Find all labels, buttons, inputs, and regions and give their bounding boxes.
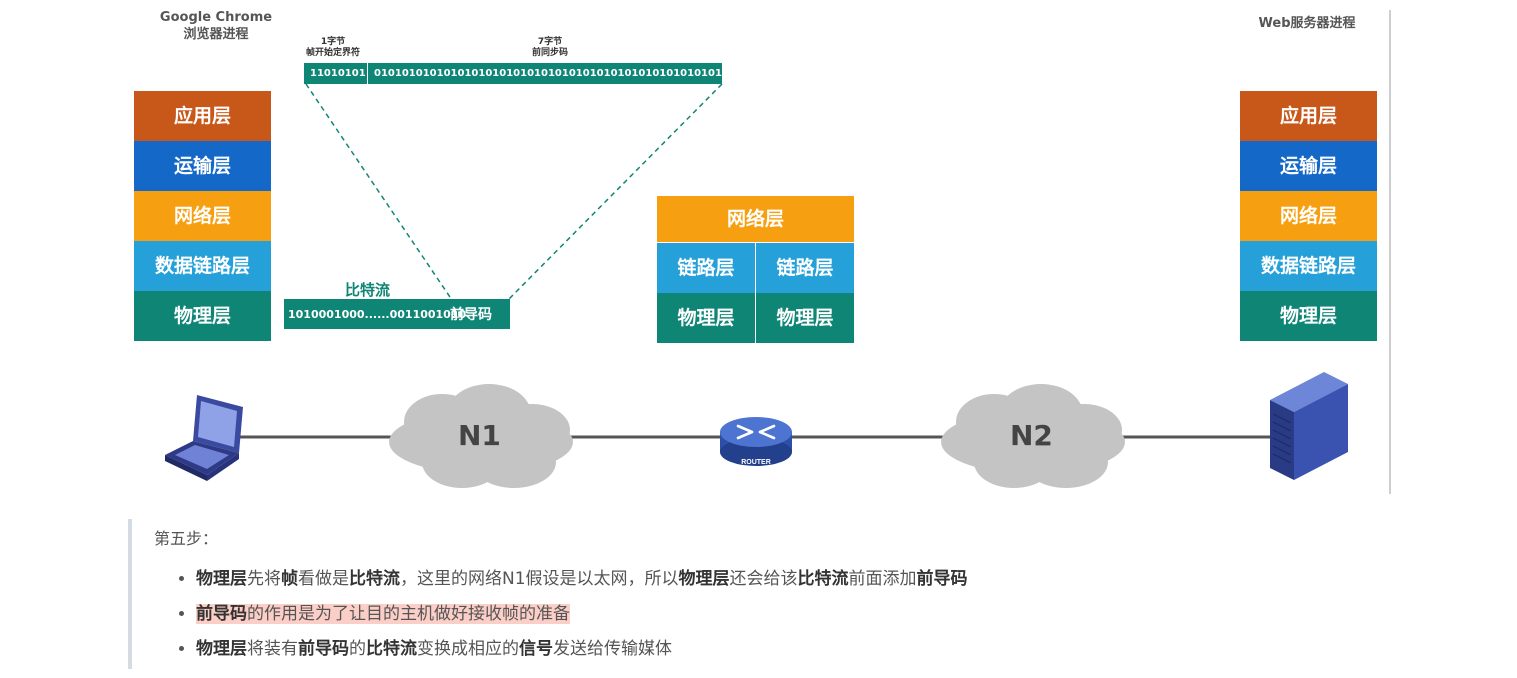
server-datalink-layer: 数据链路层 xyxy=(1240,241,1377,291)
network-n1-label: N1 xyxy=(458,419,501,452)
bullet-text-3: 物理层将装有前导码的比特流变换成相应的信号发送给传输媒体 xyxy=(196,639,672,659)
preamble-name: 前同步码 xyxy=(531,48,568,58)
server-application-layer: 应用层 xyxy=(1240,91,1377,141)
server-physical-layer: 物理层 xyxy=(1240,291,1377,341)
text-segment: 的作用是为了让目的主机做好接收帧的准备 xyxy=(247,604,570,624)
zoom-line-left xyxy=(305,83,453,301)
server-protocol-stack: 应用层 运输层 网络层 数据链路层 物理层 xyxy=(1240,91,1377,341)
client-network-layer: 网络层 xyxy=(134,191,271,241)
right-divider xyxy=(1389,10,1391,494)
router-network-layer: 网络层 xyxy=(657,196,854,242)
bold-term: 物理层 xyxy=(196,569,247,589)
server-icon xyxy=(1270,372,1348,480)
bold-term: 比特流 xyxy=(349,569,400,589)
step-title: 第五步： xyxy=(154,529,219,548)
sfd-bits: 11010101 xyxy=(304,63,368,84)
bitstream-preamble-label: 前导码 xyxy=(450,307,492,323)
bullet-text-2: 前导码的作用是为了让目的主机做好接收帧的准备 xyxy=(196,604,570,624)
bitstream-title: 比特流 xyxy=(345,281,391,299)
cloud-n2-icon xyxy=(941,384,1125,488)
client-physical-layer: 物理层 xyxy=(134,291,271,341)
bold-term: 前导码 xyxy=(298,639,349,659)
text-segment: 看做是 xyxy=(298,569,349,589)
router-physical-layer-left: 物理层 xyxy=(657,293,755,343)
bold-term: 前导码 xyxy=(916,569,968,589)
client-protocol-stack: 应用层 运输层 网络层 数据链路层 物理层 xyxy=(134,91,271,341)
bold-term: 信号 xyxy=(519,639,553,659)
bold-term: 比特流 xyxy=(797,569,849,589)
router-physical-layer-right: 物理层 xyxy=(755,293,854,343)
preamble-bits: 0101010101010101010101010101010101010101… xyxy=(374,68,764,79)
text-segment: 变换成相应的 xyxy=(417,639,519,659)
zoom-line-right xyxy=(507,83,723,301)
laptop-icon xyxy=(165,395,243,481)
preamble-label: 7字节 前同步码 xyxy=(505,37,595,59)
client-process-name: 浏览器进程 xyxy=(183,27,249,42)
router-text: ROUTER xyxy=(741,459,771,466)
client-process-label: Google Chrome 浏览器进程 xyxy=(150,9,282,43)
server-process-label: Web服务器进程 xyxy=(1258,16,1356,31)
sfd-name: 帧开始定界符 xyxy=(305,48,360,58)
step-five-quote: 第五步： 物理层先将帧看做是比特流，这里的网络N1假设是以太网，所以物理层还会给… xyxy=(128,519,1132,669)
bold-term: 物理层 xyxy=(196,639,247,659)
bullet-text-1: 物理层先将帧看做是比特流，这里的网络N1假设是以太网，所以物理层还会给该比特流前… xyxy=(196,569,968,589)
cloud-n1-icon xyxy=(389,384,573,488)
text-segment: 先将 xyxy=(247,569,281,589)
bold-term: 帧 xyxy=(281,569,298,589)
server-network-layer: 网络层 xyxy=(1240,191,1377,241)
preamble-frame-detail: 11010101 0101010101010101010101010101010… xyxy=(304,63,764,84)
step-bullet-2: 前导码的作用是为了让目的主机做好接收帧的准备 xyxy=(196,597,968,632)
preamble-size: 7字节 xyxy=(537,37,563,47)
bitstream-bits: 1010001000......0011001010 xyxy=(288,307,467,321)
server-transport-layer: 运输层 xyxy=(1240,141,1377,191)
sfd-label: 1字节 帧开始定界符 xyxy=(298,37,368,59)
bitstream-box: 1010001000......0011001010 前导码 xyxy=(284,299,510,329)
text-segment: 将装有 xyxy=(247,639,298,659)
router-link-layer-left: 链路层 xyxy=(657,243,755,293)
router-link-layer-right: 链路层 xyxy=(755,243,854,293)
router-icon: ROUTER xyxy=(720,417,792,466)
client-application-layer: 应用层 xyxy=(134,91,271,141)
step-bullet-1: 物理层先将帧看做是比特流，这里的网络N1假设是以太网，所以物理层还会给该比特流前… xyxy=(196,562,968,597)
text-segment: 还会给该 xyxy=(729,569,798,589)
bold-term: 物理层 xyxy=(678,569,730,589)
network-n2-label: N2 xyxy=(1010,419,1053,452)
step-bullet-3: 物理层将装有前导码的比特流变换成相应的信号发送给传输媒体 xyxy=(196,632,968,667)
client-datalink-layer: 数据链路层 xyxy=(134,241,271,291)
client-transport-layer: 运输层 xyxy=(134,141,271,191)
client-app-name: Google Chrome xyxy=(159,10,273,25)
router-protocol-stack: 网络层 链路层 链路层 物理层 物理层 xyxy=(657,196,854,343)
text-segment: 发送给传输媒体 xyxy=(553,639,672,659)
text-segment: 前面添加 xyxy=(848,569,917,589)
sfd-size: 1字节 xyxy=(320,37,346,47)
step-bullet-list: 物理层先将帧看做是比特流，这里的网络N1假设是以太网，所以物理层还会给该比特流前… xyxy=(176,562,968,667)
bold-term: 前导码 xyxy=(196,604,247,624)
bold-term: 比特流 xyxy=(366,639,417,659)
text-segment: 的 xyxy=(349,639,366,659)
text-segment: ，这里的网络N1假设是以太网，所以 xyxy=(400,569,679,589)
